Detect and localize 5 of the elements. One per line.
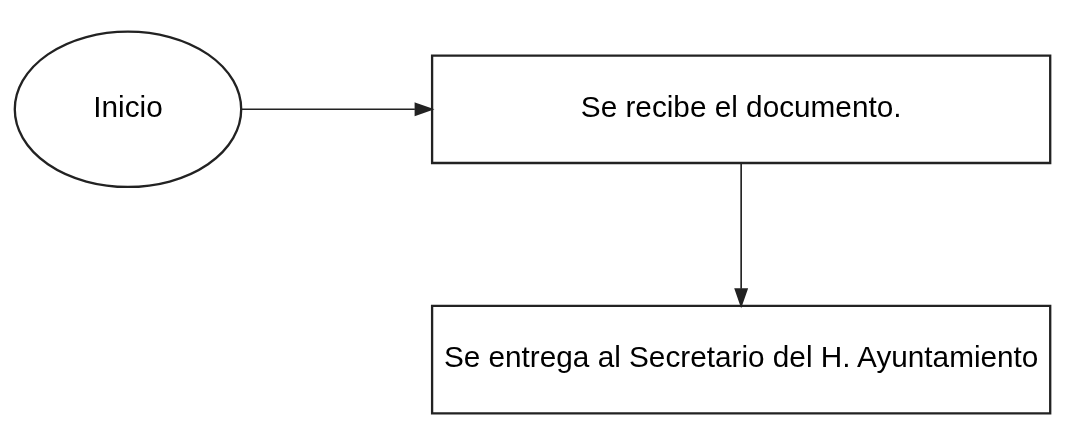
node-box: Se entrega al Secretario del H. Ayuntamiento [430,304,1052,415]
arrow [240,101,435,116]
node-ellipse: Inicio [13,29,243,188]
node-box: Se recibe el documento. [430,53,1052,164]
arrow [734,162,749,308]
